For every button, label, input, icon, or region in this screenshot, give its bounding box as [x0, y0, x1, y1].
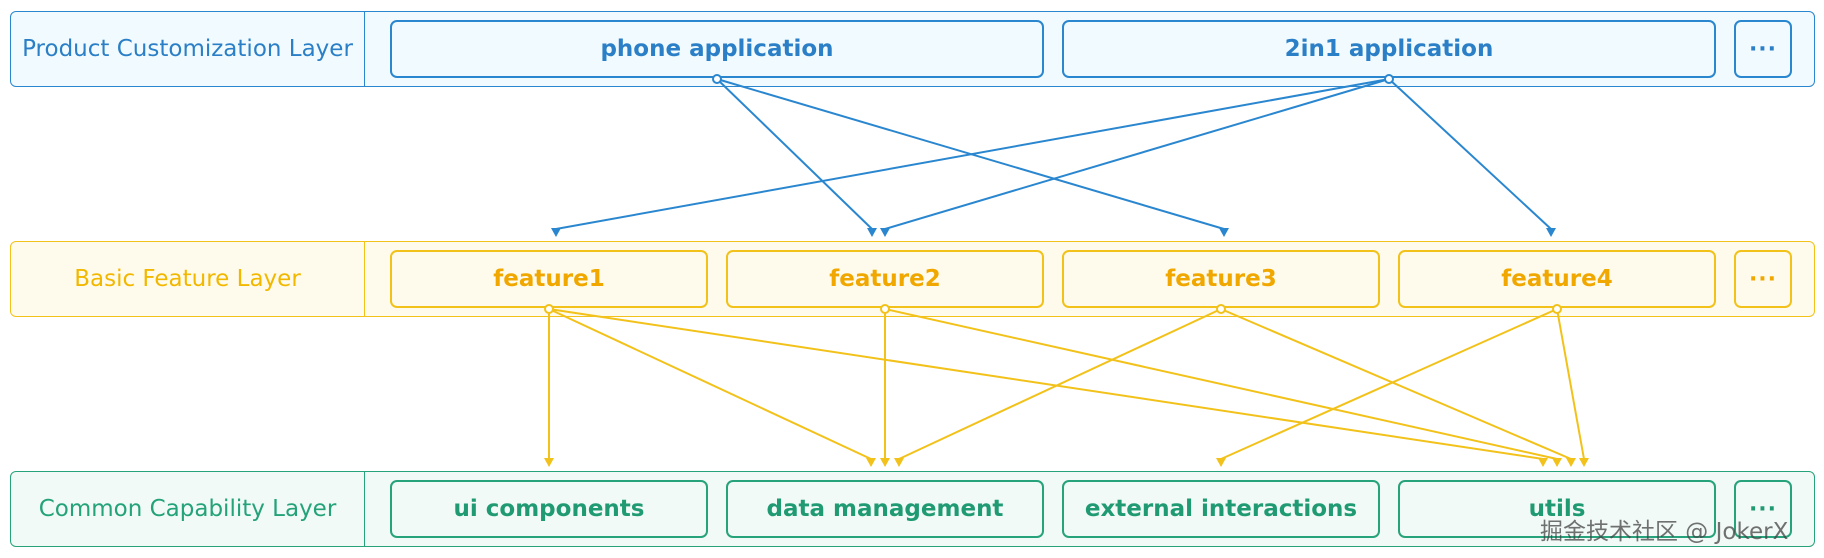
- watermark: 掘金技术社区 @ JokerX: [1540, 519, 1789, 545]
- dependency-edge: [1556, 308, 1585, 460]
- arrowhead: [866, 458, 876, 467]
- dependency-edge: [716, 78, 873, 230]
- dependency-edge: [548, 308, 872, 460]
- node-utils[interactable]: utils: [1398, 480, 1716, 538]
- edge-origin-dot: [880, 304, 890, 314]
- node-feature2[interactable]: feature2: [726, 250, 1044, 308]
- arrowhead: [880, 458, 890, 467]
- more-button[interactable]: ···: [1734, 250, 1792, 308]
- dependency-edge: [898, 308, 1222, 460]
- edge-origin-dot: [1216, 304, 1226, 314]
- dependency-edge: [1220, 308, 1558, 460]
- node-phone-application[interactable]: phone application: [390, 20, 1044, 78]
- layer-label: Basic Feature Layer: [11, 242, 365, 316]
- edge-origin-dot: [712, 74, 722, 84]
- arrowhead: [1546, 228, 1556, 237]
- node-feature3[interactable]: feature3: [1062, 250, 1380, 308]
- arrowhead: [894, 458, 904, 467]
- node-external-interactions[interactable]: external interactions: [1062, 480, 1380, 538]
- layer-label: Common Capability Layer: [11, 472, 365, 546]
- arrowhead: [867, 228, 877, 237]
- more-button[interactable]: ···: [1734, 480, 1792, 538]
- arrowhead: [544, 458, 554, 467]
- dependency-edge: [548, 308, 1544, 460]
- arrowhead: [1566, 458, 1576, 467]
- arrowhead: [1538, 458, 1548, 467]
- edge-origin-dot: [544, 304, 554, 314]
- edge-origin-dot: [1384, 74, 1394, 84]
- dependency-edge: [884, 78, 1390, 230]
- arrowhead: [1219, 228, 1229, 237]
- edge-origin-dot: [1552, 304, 1562, 314]
- node-data-management[interactable]: data management: [726, 480, 1044, 538]
- dependency-edge: [1220, 308, 1572, 460]
- more-button[interactable]: ···: [1734, 20, 1792, 78]
- dependency-edge: [1388, 78, 1552, 230]
- layer-label: Product Customization Layer: [11, 12, 365, 86]
- arrowhead: [1216, 458, 1226, 467]
- arrowhead: [1552, 458, 1562, 467]
- dependency-edge: [884, 308, 1558, 460]
- arrowhead: [551, 228, 561, 237]
- arrowhead: [1579, 458, 1589, 467]
- dependency-edge: [555, 78, 1390, 230]
- node-ui-components[interactable]: ui components: [390, 480, 708, 538]
- node-2in1-application[interactable]: 2in1 application: [1062, 20, 1716, 78]
- arrowhead: [880, 228, 890, 237]
